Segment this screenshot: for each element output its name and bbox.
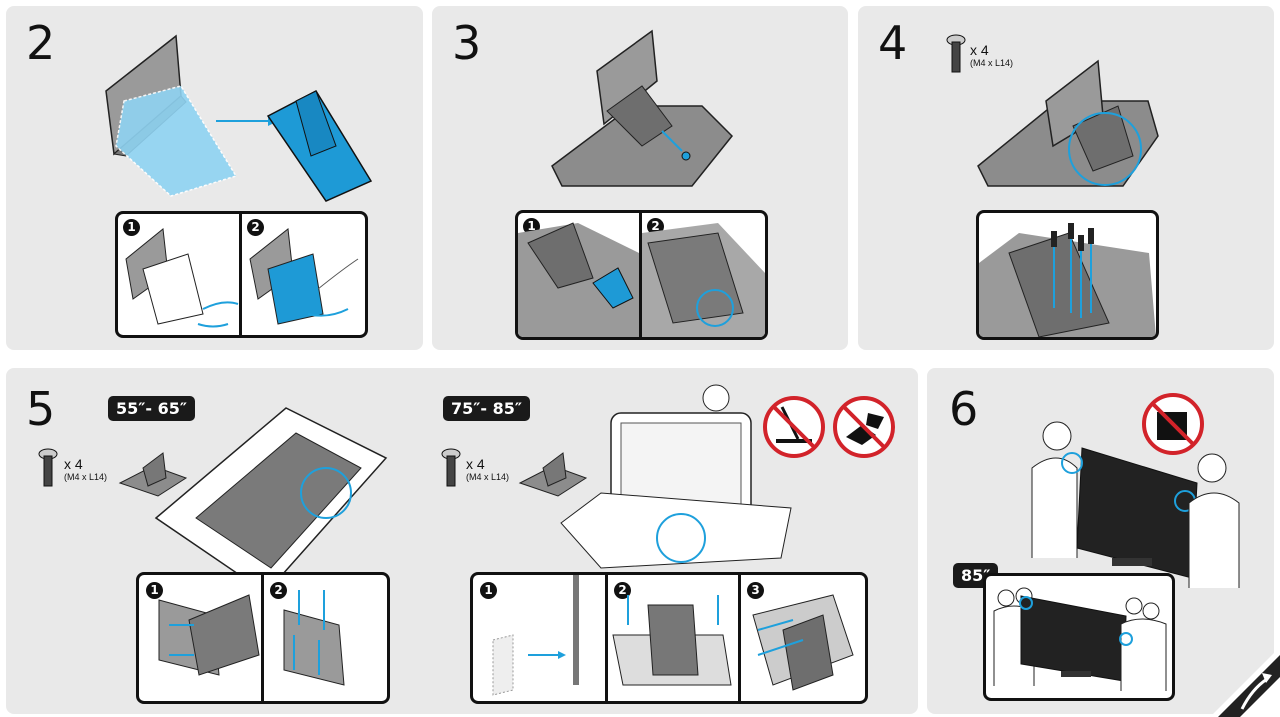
screw-quantity: x 4	[970, 42, 989, 58]
inset-divider	[239, 214, 242, 335]
sub-step-badge: 3	[747, 582, 764, 599]
sub-step-badge: 1	[146, 582, 163, 599]
inset-divider	[738, 575, 741, 701]
size-range-tag: 55″- 65″	[108, 396, 196, 421]
stand-icon	[118, 452, 188, 497]
screw-quantity: x 4	[64, 456, 83, 472]
inset-divider	[261, 575, 264, 701]
stand-base-illustration	[551, 29, 734, 187]
no-screen-touch-icon	[1142, 393, 1204, 455]
screw-quantity: x 4	[466, 456, 485, 472]
step-2-detail-inset: 1 2	[115, 211, 368, 338]
tv-face-down-illustration	[154, 407, 388, 594]
screw-spec: (M4 x L14)	[970, 58, 1014, 68]
detail-illustration	[158, 590, 345, 686]
stand-assembled-illustration	[977, 59, 1159, 187]
screw-quantity-label: x 4 (M4 x L14)	[466, 456, 509, 482]
page-curl-icon[interactable]	[1210, 647, 1280, 717]
screw-icon	[441, 448, 461, 487]
screw-spec: (M4 x L14)	[64, 472, 108, 482]
size-range-tag: 75″- 85″	[443, 396, 531, 421]
sub-step-badge: 1	[480, 582, 497, 599]
step-2-panel: 2 1 2	[6, 6, 423, 350]
no-pressure-icon	[763, 396, 825, 458]
step-number: 2	[26, 16, 56, 70]
step-6-85-inch-inset	[983, 573, 1175, 701]
detail-illustration	[979, 223, 1156, 337]
stand-neck-cover-illustration	[105, 34, 373, 202]
stand-icon	[518, 452, 588, 497]
no-impact-icon	[833, 396, 895, 458]
four-people-lifting-tv-illustration	[993, 587, 1167, 691]
detail-illustration	[125, 228, 359, 328]
step-4-detail-inset	[976, 210, 1159, 340]
step-3-detail-inset: 1 2	[515, 210, 768, 340]
step-number: 4	[878, 16, 908, 70]
step-5-left-detail-inset: 1 2	[136, 572, 390, 704]
inset-divider	[639, 213, 642, 337]
screw-icon	[946, 34, 966, 73]
two-people-lifting-tv-illustration	[1031, 421, 1240, 588]
step-number: 6	[949, 382, 979, 436]
sub-step-badge: 2	[247, 219, 264, 236]
tv-upright-in-box-illustration	[560, 384, 792, 569]
inset-divider	[605, 575, 608, 701]
screw-spec: (M4 x L14)	[466, 472, 510, 482]
step-6-panel: 6 85″	[927, 368, 1274, 714]
detail-illustration	[518, 222, 765, 337]
sub-step-badge: 2	[270, 582, 287, 599]
step-5-right-detail-inset: 1 2 3	[470, 572, 868, 704]
step-4-panel: 4 x 4 (M4 x L14)	[858, 6, 1274, 350]
screw-quantity-label: x 4 (M4 x L14)	[970, 42, 1013, 68]
screw-quantity-label: x 4 (M4 x L14)	[64, 456, 107, 482]
sub-step-badge: 1	[123, 219, 140, 236]
step-3-panel: 3 1 2	[432, 6, 848, 350]
sub-step-badge: 2	[614, 582, 631, 599]
step-number: 3	[452, 16, 482, 70]
step-5-panel: 5 55″- 65″ x 4 (M4 x L14) 1 2	[6, 368, 918, 714]
detail-illustration	[492, 575, 854, 696]
screw-icon	[38, 448, 58, 487]
step-number: 5	[26, 382, 56, 436]
